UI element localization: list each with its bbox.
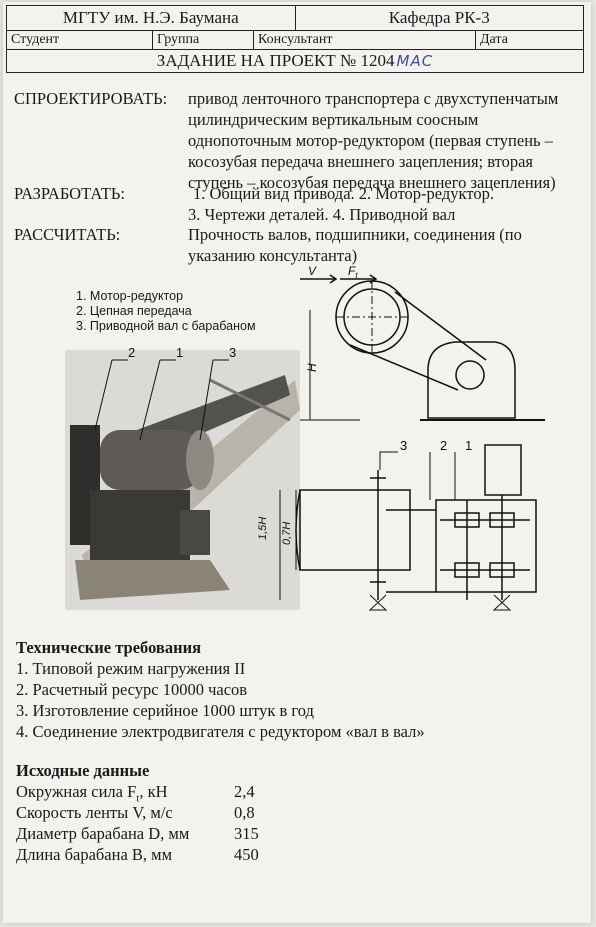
- calc-line: указанию консультанта): [188, 246, 358, 265]
- param-value: 315: [234, 824, 259, 843]
- param-value: 450: [234, 845, 259, 864]
- motor-end: [180, 510, 210, 555]
- photo-callout: 3: [229, 345, 236, 360]
- conveyor-photo: 2 1 3: [65, 345, 300, 610]
- header-row-top: МГТУ им. Н.Э. Баумана Кафедра РК-3: [7, 6, 583, 31]
- legend-item: 1. Мотор-редуктор: [76, 289, 183, 303]
- scheme-callout: 2: [440, 438, 447, 453]
- department-name: Кафедра РК-3: [388, 8, 490, 27]
- design-line: привод ленточного транспортера с двухсту…: [188, 89, 559, 108]
- handwritten-code: МАС: [396, 52, 434, 70]
- motor-reducer: [90, 490, 190, 560]
- design-line: косозубая передача внешнего зацепления; …: [188, 152, 534, 171]
- design-label: СПРОЕКТИРОВАТЬ:: [14, 89, 168, 108]
- project-title: ЗАДАНИЕ НА ПРОЕКТ № 1204: [156, 51, 395, 70]
- consultant-cell: Консультант: [254, 31, 476, 49]
- develop-label: РАЗРАБОТАТЬ:: [14, 184, 125, 203]
- param-name: Скорость ленты V, м/с: [16, 803, 173, 822]
- support-mark: [368, 594, 388, 611]
- initial-row: Диаметр барабана D, мм 315: [16, 823, 259, 844]
- support-mark: [492, 594, 512, 611]
- reducer-rect: [435, 499, 537, 593]
- height-label: H: [305, 363, 319, 372]
- motor-rect: [484, 444, 522, 496]
- university-name: МГТУ им. Н.Э. Баумана: [7, 6, 296, 30]
- photo-callout: 2: [128, 345, 135, 360]
- param-name: Диаметр барабана D, мм: [16, 824, 190, 843]
- initial-row: Скорость ленты V, м/с 0,8: [16, 802, 255, 823]
- requirement-item: 1. Типовой режим нагружения II: [16, 659, 246, 678]
- scheme-callout: 1: [465, 438, 472, 453]
- develop-line: 3. Чертежи деталей. 4. Приводной вал: [188, 205, 456, 224]
- design-text: привод ленточного транспортера с двухсту…: [188, 88, 580, 193]
- requirement-item: 2. Расчетный ресурс 10000 часов: [16, 680, 248, 699]
- legend-item: 2. Цепная передача: [76, 304, 192, 318]
- leader-line: [379, 451, 398, 470]
- param-name: Длина барабана B, мм: [16, 845, 173, 864]
- requirement-item: 4. Соединение электродвигателя с редукто…: [16, 722, 425, 741]
- scheme-callout: 3: [400, 438, 407, 453]
- initial-row: Окружная сила Ft, кН 2,4: [16, 781, 255, 809]
- kinematic-scheme: 3 2 1 1,5H 0,7H: [257, 438, 537, 611]
- design-line: ступень – косозубая передача внешнего за…: [188, 173, 556, 192]
- force-label: Ft: [348, 264, 358, 280]
- design-line: однопоточным мотор-редуктором (первая ст…: [188, 131, 553, 150]
- drum-end: [186, 430, 214, 490]
- student-cell: Студент: [7, 31, 153, 49]
- photo-callout: 1: [176, 345, 183, 360]
- param-value: 2,4: [234, 782, 255, 801]
- initial-row: Длина барабана B, мм 450: [16, 844, 259, 865]
- dim-label-15h: 1,5H: [257, 517, 269, 540]
- velocity-arrowhead: [329, 274, 338, 284]
- requirement-item: 3. Изготовление серийное 1000 штук в год: [16, 701, 314, 720]
- leader-line: [139, 359, 161, 441]
- group-cell: Группа: [153, 31, 254, 49]
- chain-line: [349, 344, 459, 391]
- dim-label-07h: 0,7H: [281, 522, 293, 545]
- param-name: Окружная сила Ft, кН: [16, 782, 168, 805]
- drum: [100, 430, 200, 490]
- leader-line: [94, 359, 113, 431]
- calc-line: Прочность валов, подшипники, соединения …: [188, 225, 522, 244]
- calc-text: Прочность валов, подшипники, соединения …: [188, 224, 580, 266]
- leader-line: [199, 359, 214, 441]
- requirements-title: Технические требования: [16, 638, 202, 657]
- calc-label: РАССЧИТАТЬ:: [14, 225, 121, 244]
- small-sprocket: [455, 360, 485, 390]
- param-value: 0,8: [234, 803, 255, 822]
- drive-figure: 1. Мотор-редуктор 2. Цепная передача 3. …: [65, 264, 545, 611]
- side-scheme: V Ft H: [300, 264, 545, 421]
- date-cell: Дата: [480, 32, 508, 47]
- header-row-fields: Студент Группа Консультант Дата: [7, 31, 583, 50]
- drum-rect: [299, 489, 411, 571]
- base-frame: [75, 560, 230, 600]
- develop-line: 1. Общий вид привода. 2. Мотор-редуктор.: [193, 184, 494, 203]
- initial-title: Исходные данные: [16, 761, 150, 780]
- frame-rail: [209, 378, 291, 422]
- design-line: цилиндрическим вертикальным соосным: [188, 110, 479, 129]
- velocity-label: V: [308, 264, 317, 278]
- reducer-housing: [427, 341, 516, 419]
- header-table: МГТУ им. Н.Э. Баумана Кафедра РК-3 Студе…: [6, 5, 584, 73]
- chain-line: [394, 291, 487, 361]
- develop-text: 1. Общий вид привода. 2. Мотор-редуктор.…: [188, 183, 580, 225]
- legend-item: 3. Приводной вал с барабаном: [76, 319, 256, 333]
